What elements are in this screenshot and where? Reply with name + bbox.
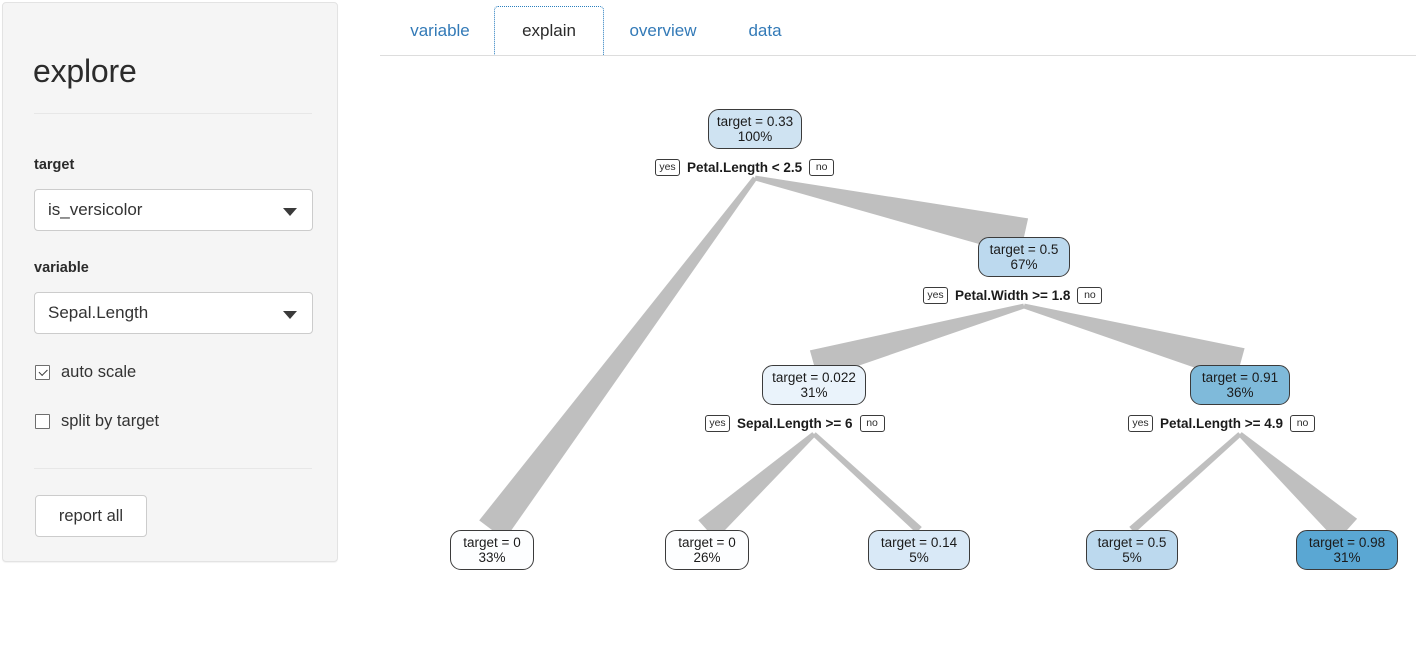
node-percent-value: 36% <box>1226 385 1254 400</box>
split-no-badge: no <box>809 158 835 176</box>
node-percent-value: 67% <box>1010 257 1038 272</box>
split-no-badge: no <box>1290 414 1316 432</box>
auto-scale-checkbox[interactable] <box>35 365 50 380</box>
split-condition-text: Petal.Length >= 4.9 <box>1160 415 1284 431</box>
split-yes-badge: yes <box>923 286 948 304</box>
node-target-value: target = 0 <box>678 534 736 550</box>
variable-label: variable <box>34 260 89 276</box>
tab-label: explain <box>522 21 576 40</box>
auto-scale-label: auto scale <box>61 363 137 381</box>
split-yes-badge: yes <box>655 158 680 176</box>
node-percent-value: 31% <box>800 385 828 400</box>
node-target-value: target = 0.022 <box>772 369 856 385</box>
tab-overview[interactable]: overview <box>608 6 718 56</box>
tree-edge-n1-n3 <box>754 175 1029 256</box>
target-select-value: is_versicolor <box>48 200 143 219</box>
tree-split-n7: yes Petal.Length >= 4.9 no <box>1128 414 1316 432</box>
tree-edge-n3-n4 <box>809 303 1025 380</box>
tree-edge-n1-n2 <box>479 176 757 540</box>
report-all-button[interactable]: report all <box>35 495 147 537</box>
node-target-value: target = 0.14 <box>880 534 958 550</box>
node-percent-value: 26% <box>693 550 721 565</box>
tab-explain[interactable]: explain <box>494 6 604 56</box>
tree-edge-n7-n8 <box>1129 432 1242 534</box>
explore-sidebar-panel: explore target is_versicolor variable Se… <box>2 2 338 562</box>
tree-edge-n4-n6 <box>812 432 922 533</box>
chevron-down-icon <box>283 311 297 319</box>
tab-label: variable <box>410 21 470 40</box>
split-yes-badge: yes <box>1128 414 1153 432</box>
tree-edge-n3-n7 <box>1023 303 1245 382</box>
node-target-value: target = 0.5 <box>989 241 1059 257</box>
node-percent-value: 5% <box>1122 550 1142 565</box>
variable-select[interactable]: Sepal.Length <box>34 292 313 334</box>
node-percent-value: 31% <box>1333 550 1361 565</box>
node-percent-value: 5% <box>909 550 929 565</box>
chevron-down-icon <box>283 208 297 216</box>
tree-split-n3: yes Petal.Width >= 1.8 no <box>923 286 1103 304</box>
tree-split-n4: yes Sepal.Length >= 6 no <box>705 414 885 432</box>
split-no-badge: no <box>1077 286 1103 304</box>
tab-bar-underline <box>380 55 1416 56</box>
page-title: explore <box>33 53 137 89</box>
tab-data[interactable]: data <box>732 6 798 56</box>
tree-edge-n7-n9 <box>1238 432 1358 542</box>
target-label: target <box>34 157 75 173</box>
title-divider <box>34 113 312 114</box>
tree-split-n1: yes Petal.Length < 2.5 no <box>655 158 835 176</box>
tab-label: overview <box>629 21 697 40</box>
node-target-value: target = 0.91 <box>1201 369 1279 385</box>
node-target-value: target = 0 <box>463 534 521 550</box>
node-percent-value: 100% <box>737 129 773 144</box>
node-target-value: target = 0.98 <box>1308 534 1386 550</box>
split-no-badge: no <box>859 414 885 432</box>
tree-edges-svg <box>479 175 1358 542</box>
split-yes-badge: yes <box>705 414 730 432</box>
split-condition-text: Sepal.Length >= 6 <box>737 415 853 431</box>
tree-edge-n4-n5 <box>698 432 816 540</box>
variable-select-value: Sepal.Length <box>48 303 149 322</box>
tab-variable[interactable]: variable <box>392 6 488 56</box>
node-percent-value: 33% <box>478 550 506 565</box>
controls-divider <box>34 468 312 469</box>
node-target-value: target = 0.5 <box>1097 534 1167 550</box>
target-select[interactable]: is_versicolor <box>34 189 313 231</box>
split-by-target-checkbox[interactable] <box>35 414 50 429</box>
tab-label: data <box>748 21 782 40</box>
node-target-value: target = 0.33 <box>716 113 794 129</box>
tab-bar: variable explain overview data <box>380 0 1416 56</box>
split-by-target-label: split by target <box>61 412 160 430</box>
split-condition-text: Petal.Width >= 1.8 <box>955 287 1071 303</box>
split-condition-text: Petal.Length < 2.5 <box>687 159 803 175</box>
